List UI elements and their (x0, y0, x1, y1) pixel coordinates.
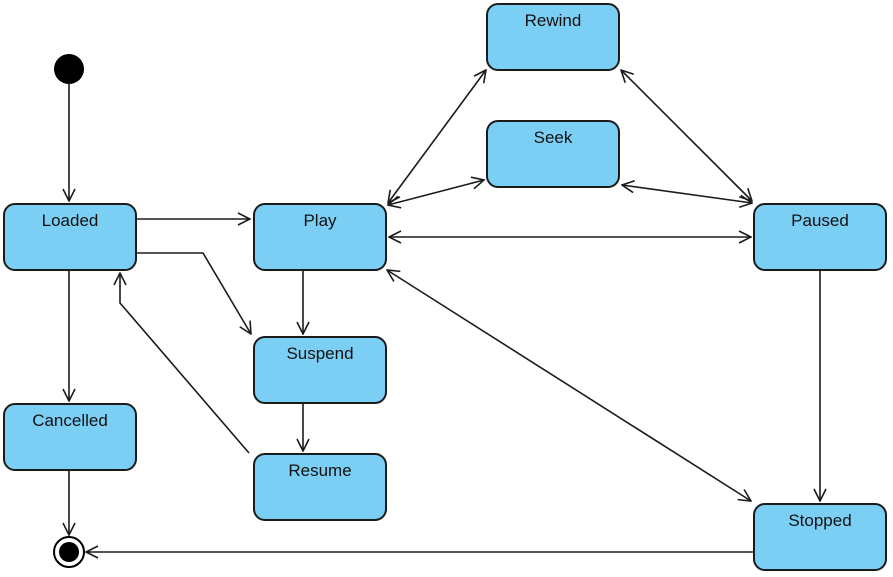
state-suspend[interactable]: Suspend (253, 336, 387, 404)
arrow-resume-to-loaded (120, 273, 250, 454)
state-paused-label: Paused (791, 211, 849, 230)
arrow-play-stopped (387, 270, 751, 501)
arrow-loaded-to-suspend (137, 252, 251, 334)
state-paused[interactable]: Paused (753, 203, 887, 271)
state-loaded-label: Loaded (41, 211, 99, 230)
final-node (53, 536, 85, 568)
state-resume[interactable]: Resume (253, 453, 387, 521)
state-seek[interactable]: Seek (486, 120, 620, 188)
state-stopped[interactable]: Stopped (753, 503, 887, 571)
arrow-rewind-paused (621, 70, 752, 201)
state-seek-label: Seek (533, 128, 573, 147)
state-stopped-label: Stopped (788, 511, 852, 530)
state-play-label: Play (303, 211, 337, 230)
state-cancelled-label: Cancelled (32, 411, 108, 430)
state-rewind-label: Rewind (524, 11, 582, 30)
initial-node (54, 54, 84, 84)
state-loaded[interactable]: Loaded (3, 203, 137, 271)
arrow-play-seek (388, 180, 484, 205)
state-rewind[interactable]: Rewind (486, 3, 620, 71)
state-suspend-label: Suspend (286, 344, 354, 363)
state-cancelled[interactable]: Cancelled (3, 403, 137, 471)
arrow-seek-paused (622, 185, 752, 203)
state-play[interactable]: Play (253, 203, 387, 271)
state-resume-label: Resume (288, 461, 352, 480)
